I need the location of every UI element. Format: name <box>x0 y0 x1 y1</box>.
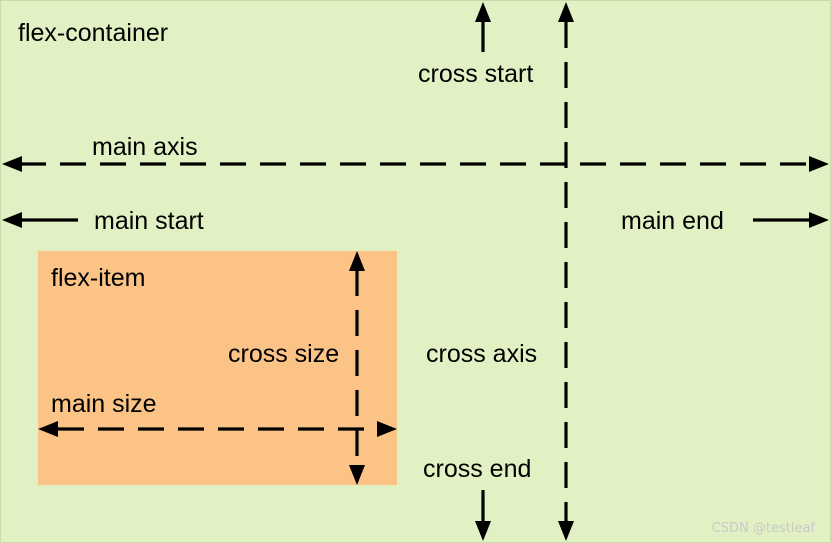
cross-start-arrow <box>475 2 491 52</box>
main-axis-label: main axis <box>92 133 198 161</box>
main-size-label: main size <box>51 390 157 418</box>
cross-size-arrow <box>349 251 365 485</box>
cross-axis-arrow <box>558 2 574 541</box>
watermark: CSDN @testleaf <box>712 521 816 536</box>
flex-item-label: flex-item <box>51 264 145 292</box>
main-start-label: main start <box>94 207 204 235</box>
main-size-arrow <box>38 421 397 437</box>
cross-size-label: cross size <box>228 340 339 368</box>
cross-end-arrow <box>475 490 491 541</box>
main-end-arrow <box>753 212 829 228</box>
main-start-arrow <box>2 212 78 228</box>
flex-item-box <box>38 251 397 485</box>
cross-axis-label: cross axis <box>426 340 537 368</box>
main-end-label: main end <box>621 207 724 235</box>
cross-end-label: cross end <box>423 455 531 483</box>
flex-container-label: flex-container <box>18 19 168 47</box>
cross-start-label: cross start <box>418 60 533 88</box>
main-axis-arrow <box>2 156 829 172</box>
